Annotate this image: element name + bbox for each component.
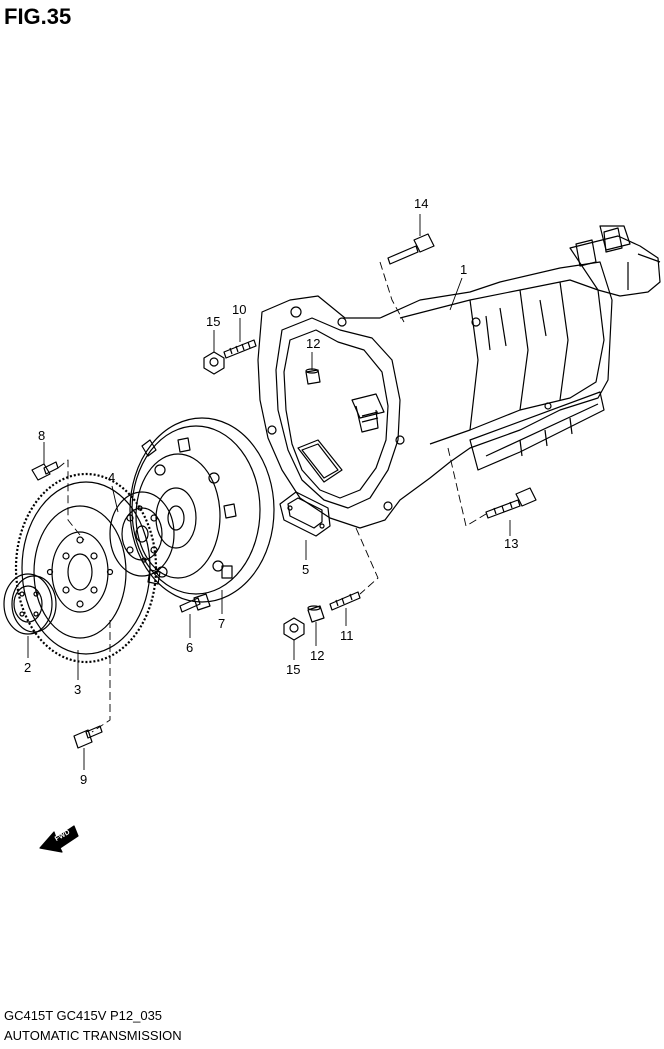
bolt-6 bbox=[179, 593, 211, 613]
bolt-14 bbox=[387, 233, 435, 265]
callout-14: 14 bbox=[414, 196, 428, 211]
drive-plate bbox=[109, 491, 175, 577]
backing-plate bbox=[3, 573, 57, 635]
flywheel-ring-gear bbox=[14, 472, 158, 664]
callout-6: 6 bbox=[186, 640, 193, 655]
bolt-8 bbox=[31, 461, 59, 481]
fwd-arrow-icon bbox=[39, 825, 79, 853]
dowel-12-bottom bbox=[307, 605, 325, 623]
bolt-13 bbox=[485, 487, 537, 519]
bolt-9 bbox=[73, 725, 103, 749]
figure-title: FIG.35 bbox=[4, 4, 72, 29]
callout-8: 8 bbox=[38, 428, 45, 443]
callout-7: 7 bbox=[218, 616, 225, 631]
transmission-case bbox=[257, 225, 661, 529]
callout-4: 4 bbox=[108, 470, 115, 485]
callout-11: 11 bbox=[340, 628, 354, 643]
callout-9: 9 bbox=[80, 772, 87, 787]
dowel-12-top bbox=[305, 368, 321, 385]
callout-10: 10 bbox=[232, 302, 246, 317]
nut-15-bottom bbox=[283, 617, 305, 641]
callout-5: 5 bbox=[302, 562, 309, 577]
nut-15-top bbox=[203, 351, 225, 375]
cover-plate bbox=[279, 491, 331, 537]
figure-code: GC415T GC415V P12_035 bbox=[4, 1008, 163, 1023]
callout-15-bottom: 15 bbox=[286, 662, 300, 677]
stud-10 bbox=[223, 339, 257, 359]
torque-converter bbox=[129, 417, 275, 603]
stud-11 bbox=[329, 591, 361, 611]
figure-name: AUTOMATIC TRANSMISSION bbox=[4, 1028, 182, 1043]
callout-1: 1 bbox=[460, 262, 467, 277]
callout-3: 3 bbox=[74, 682, 81, 697]
callout-12-bottom: 12 bbox=[310, 648, 324, 663]
callout-13: 13 bbox=[504, 536, 518, 551]
callout-2: 2 bbox=[24, 660, 31, 675]
callout-12-top: 12 bbox=[306, 336, 320, 351]
callout-15-top: 15 bbox=[206, 314, 220, 329]
